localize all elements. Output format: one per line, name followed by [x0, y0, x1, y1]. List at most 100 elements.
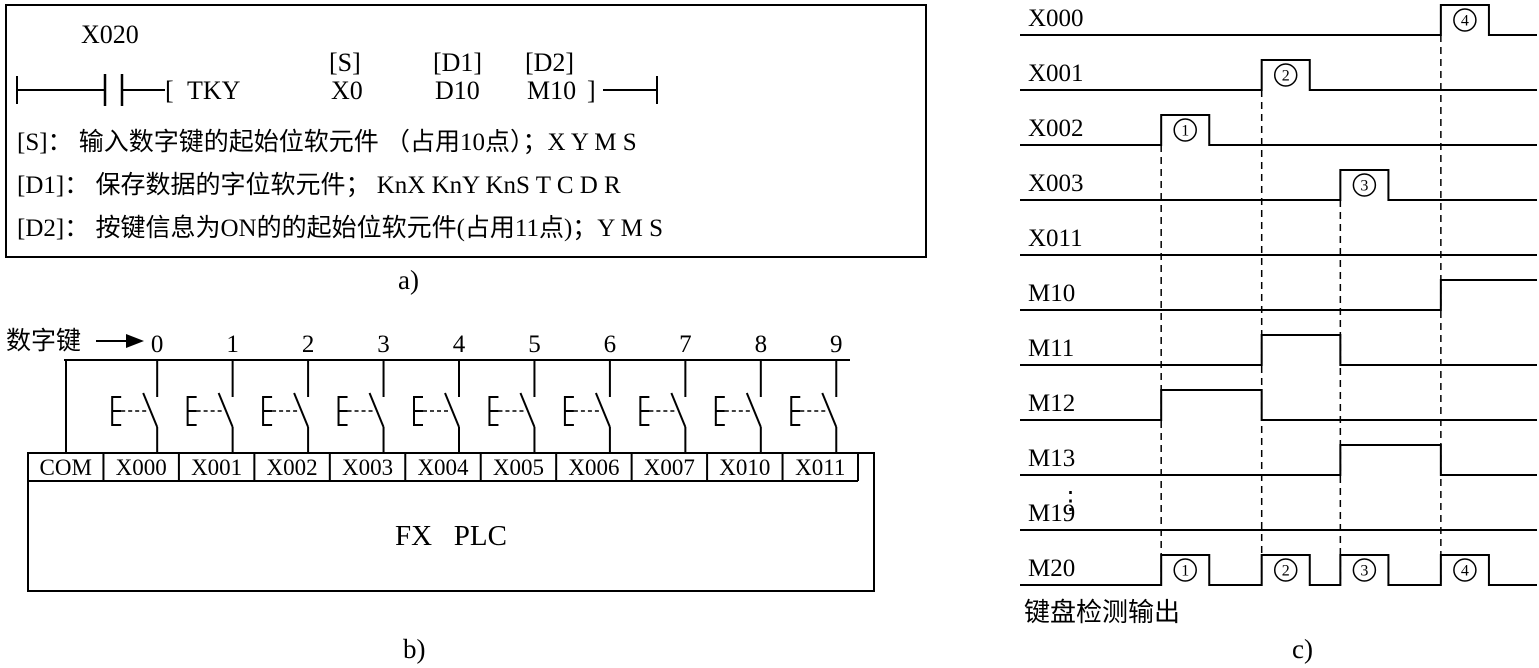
circled-number-marker	[1453, 558, 1477, 582]
waveform-M20	[1020, 554, 1537, 586]
instruction-operand-d2: M10	[527, 76, 577, 105]
key-switch-5: 5	[488, 331, 541, 453]
instruction-bracket-close: ]	[587, 76, 596, 105]
signal-label: M20	[1028, 555, 1075, 582]
terminal-label-X005: X005	[493, 455, 544, 480]
waveform-M13	[1020, 444, 1537, 476]
contact-label: X020	[81, 20, 139, 49]
terminal-label-X004: X004	[417, 455, 469, 480]
terminal-label-X007: X007	[644, 455, 695, 480]
terminal-label-X002: X002	[267, 455, 318, 480]
marker-number: 3	[1360, 563, 1368, 580]
terminal-label-X006: X006	[568, 455, 619, 480]
key-switch-7: 7	[639, 331, 692, 453]
signal-row-M20: M20 1 2 3 4	[1020, 554, 1537, 586]
key-actuator-icon	[413, 396, 423, 426]
key-actuator-icon	[714, 396, 725, 426]
circled-number-marker	[1453, 8, 1477, 32]
signal-label: X000	[1028, 5, 1084, 32]
operand-label-s: [S]	[329, 48, 361, 77]
marker-number: 1	[1181, 563, 1189, 580]
description-d1: [D1]： 保存数据的字位软元件； KnX KnY KnS T C D R	[17, 172, 621, 199]
signal-label: M11	[1028, 335, 1074, 362]
plc-label: FX PLC	[395, 520, 507, 552]
plc-box	[27, 452, 875, 592]
circled-number-marker	[1273, 63, 1298, 87]
signal-row-X011: X011	[1020, 225, 1537, 256]
circled-number-marker	[1352, 558, 1377, 582]
key-switch-1: 1	[186, 331, 239, 453]
key-switch-8: 8	[714, 331, 768, 453]
waveform-M12	[1020, 389, 1537, 421]
key-blade-icon	[821, 392, 838, 428]
terminal-label-X003: X003	[342, 455, 393, 480]
key-number: 3	[377, 331, 390, 358]
instruction-operand-d1: D10	[435, 76, 480, 105]
instruction-bracket-open: [	[165, 76, 174, 105]
marker-number: 2	[1282, 68, 1290, 85]
waveform-X002	[1020, 114, 1537, 146]
terminal-label-COM: COM	[40, 455, 92, 480]
key-switch-9: 9	[790, 331, 843, 453]
signal-row-M11: M11	[1020, 334, 1537, 366]
keys-label: 数字键	[6, 327, 81, 355]
key-blade-icon	[444, 392, 460, 428]
caption-c: c)	[1292, 634, 1313, 664]
marker-number: 1	[1181, 123, 1189, 140]
key-number: 0	[151, 331, 164, 358]
key-blade-icon	[368, 392, 385, 428]
waveform-X003	[1020, 169, 1537, 201]
key-blade-icon	[217, 392, 234, 428]
ladder-diagram	[16, 74, 658, 106]
section-a-box: X020 [S] [D1] [D2] [ TKY X0 D10 M10 ] [S…	[5, 4, 927, 258]
key-number: 9	[830, 331, 843, 358]
key-actuator-icon	[563, 396, 574, 426]
signal-label: X001	[1028, 60, 1084, 87]
operand-label-d2: [D2]	[525, 48, 575, 77]
key-number: 7	[679, 331, 692, 358]
key-blade-icon	[594, 392, 611, 428]
key-blade-icon	[519, 392, 536, 428]
caption-b: b)	[403, 634, 426, 664]
terminal-label-X011: X011	[795, 455, 845, 480]
terminal-label-X000: X000	[116, 455, 167, 480]
instruction-name: TKY	[187, 76, 241, 105]
marker-number: 4	[1461, 563, 1469, 580]
circled-number-marker	[1352, 173, 1377, 197]
caption-a: a)	[398, 265, 419, 295]
key-switch-0: 0	[111, 331, 164, 453]
signal-label: M19	[1028, 500, 1075, 527]
signal-row-X001: X001 2	[1020, 59, 1537, 91]
signal-row-M10: M10	[1020, 279, 1537, 311]
signal-label: X002	[1028, 115, 1084, 142]
signal-label: X011	[1028, 225, 1083, 252]
signal-label: M13	[1028, 445, 1075, 472]
key-actuator-icon	[337, 396, 348, 426]
key-actuator-icon	[488, 396, 499, 426]
key-actuator-icon	[111, 396, 122, 426]
key-switch-2: 2	[262, 331, 314, 453]
signal-label: X003	[1028, 170, 1084, 197]
key-actuator-icon	[790, 396, 801, 426]
terminal-label-X010: X010	[719, 455, 770, 480]
key-number: 6	[604, 331, 617, 358]
marker-number: 2	[1282, 563, 1290, 580]
key-actuator-icon	[639, 396, 650, 426]
description-s: [S]： 输入数字键的起始位软元件 （占用10点）；X Y M S	[17, 129, 637, 156]
key-switch-3: 3	[337, 331, 390, 453]
signal-row-X002: X002 1	[1020, 114, 1537, 146]
key-blade-icon	[670, 392, 687, 428]
circled-number-marker	[1173, 118, 1197, 142]
key-actuator-icon	[186, 396, 197, 426]
key-number: 8	[755, 331, 768, 358]
waveform-X000	[1020, 4, 1537, 36]
signal-row-M13: M13	[1020, 444, 1537, 476]
operand-label-d1: [D1]	[433, 48, 483, 77]
key-blade-icon	[293, 392, 310, 428]
